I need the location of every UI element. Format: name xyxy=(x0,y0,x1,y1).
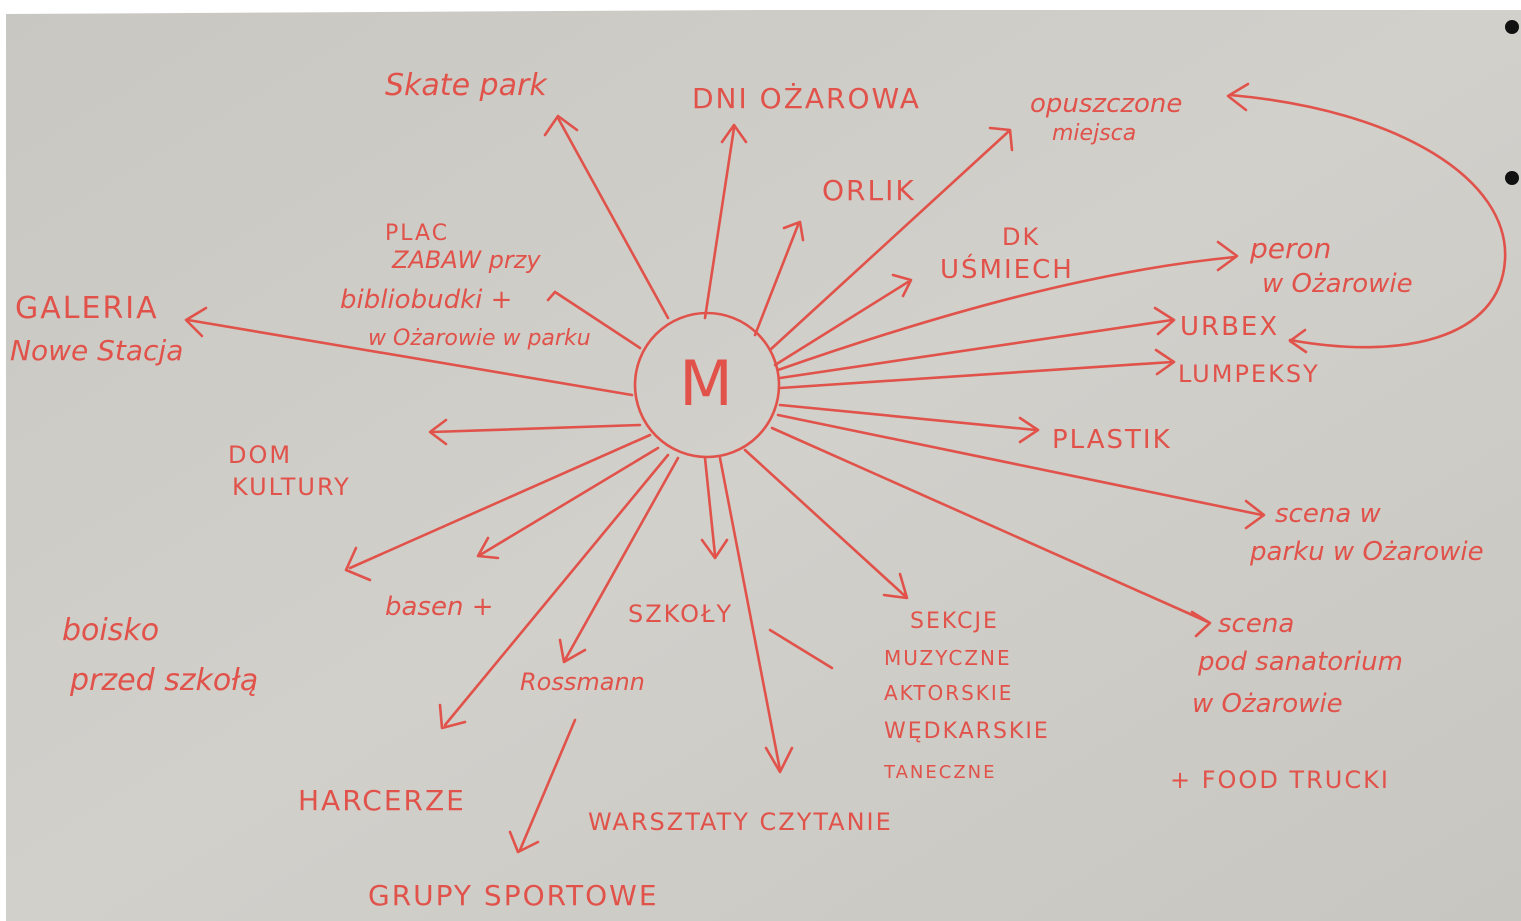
label-opuszczone-2: miejsca xyxy=(1052,121,1136,146)
arrow-to-dni xyxy=(703,126,736,320)
label-foodtrucki: + FOOD TRUCKI xyxy=(1170,766,1390,794)
arrow-to-scena-sanat xyxy=(770,426,1210,624)
label-boisko-1: boisko xyxy=(62,613,159,648)
label-sekcje-5: TANECZNE xyxy=(883,762,997,783)
label-sekcje-2: MUZYCZNE xyxy=(884,646,1012,670)
binder-hole-bottom xyxy=(1505,171,1519,185)
loop-urbex-opuszczone xyxy=(1228,93,1507,349)
arrow-to-warsztaty xyxy=(718,456,782,772)
label-scena-sanat-2: pod sanatorium xyxy=(1197,647,1403,677)
label-boisko-2: przed szkołą xyxy=(69,663,258,698)
label-dk-2: UŚMIECH xyxy=(940,253,1074,285)
label-lumpeksy: LUMPEKSY xyxy=(1178,360,1320,388)
label-sekcje-1: SEKCJE xyxy=(910,609,999,634)
label-dni: DNI OŻAROWA xyxy=(692,82,921,115)
label-urbex: URBEX xyxy=(1180,312,1279,342)
paper-sheet xyxy=(6,6,1521,921)
label-scena-sanat-3: w Ożarowie xyxy=(1192,689,1343,719)
label-galeria-1: GALERIA xyxy=(15,291,159,326)
label-scena-sanat-1: scena xyxy=(1218,609,1294,639)
arrow-to-dk xyxy=(773,280,910,367)
label-scena-park-2: parku w Ożarowie xyxy=(1249,537,1484,567)
label-orlik: ORLIK xyxy=(822,174,916,207)
connectors xyxy=(184,82,1507,854)
label-basen: basen + xyxy=(385,592,494,622)
node-labels: Skate park DNI OŻAROWA opuszczone miejsc… xyxy=(10,68,1484,912)
arrow-to-dom-kultury xyxy=(430,423,642,434)
label-plac-1: PLAC xyxy=(385,221,449,246)
label-skatepark: Skate park xyxy=(385,68,548,103)
label-scena-park-1: scena w xyxy=(1275,499,1382,529)
binder-hole-top xyxy=(1505,20,1519,34)
arrow-to-skatepark xyxy=(556,116,670,320)
arrow-to-urbex xyxy=(778,318,1174,380)
label-warsztaty: WARSZTATY CZYTANIE xyxy=(588,808,893,836)
arrow-to-lumpeksy xyxy=(778,360,1174,390)
arrow-to-orlik xyxy=(753,223,800,337)
label-rossmann: Rossmann xyxy=(520,668,645,696)
label-opuszczone-1: opuszczone xyxy=(1030,89,1182,119)
arrow-to-opuszczone xyxy=(768,130,1010,352)
arrow-to-szkoly xyxy=(703,456,717,557)
arrow-to-boisko xyxy=(348,433,652,570)
arrow-to-galeria xyxy=(186,318,634,397)
arrow-to-basen xyxy=(478,446,660,557)
label-plastik: PLASTIK xyxy=(1052,425,1172,455)
center-label: M xyxy=(679,347,735,420)
arrow-to-rossmann xyxy=(563,456,680,662)
label-dom-1: DOM xyxy=(228,441,292,469)
label-szkoly: SZKOŁY xyxy=(628,600,733,628)
arrow-to-peron xyxy=(776,255,1237,372)
arrow-to-sekcje xyxy=(743,448,907,598)
arrow-to-plac xyxy=(553,290,642,350)
label-dom-2: KULTURY xyxy=(232,473,351,501)
arrow-to-scena-park xyxy=(776,413,1264,517)
label-peron-1: peron xyxy=(1249,232,1331,265)
arrow-to-grupy xyxy=(518,718,577,852)
label-harcerze: HARCERZE xyxy=(298,784,466,817)
label-grupy: GRUPY SPORTOWE xyxy=(368,879,659,912)
label-sekcje-3: AKTORSKIE xyxy=(884,681,1013,705)
arrow-to-harcerze xyxy=(443,453,670,727)
label-plac-2: ZABAW przy xyxy=(391,246,541,274)
label-peron-2: w Ożarowie xyxy=(1262,269,1413,299)
label-sekcje-4: WĘDKARSKIE xyxy=(884,719,1050,744)
label-galeria-2: Nowe Stacja xyxy=(10,334,183,367)
arrow-to-plastik xyxy=(778,403,1038,432)
label-dk-1: DK xyxy=(1002,223,1040,251)
label-biblio-1: bibliobudki + xyxy=(340,285,512,315)
label-biblio-2: w Ożarowie w parku xyxy=(368,326,591,351)
